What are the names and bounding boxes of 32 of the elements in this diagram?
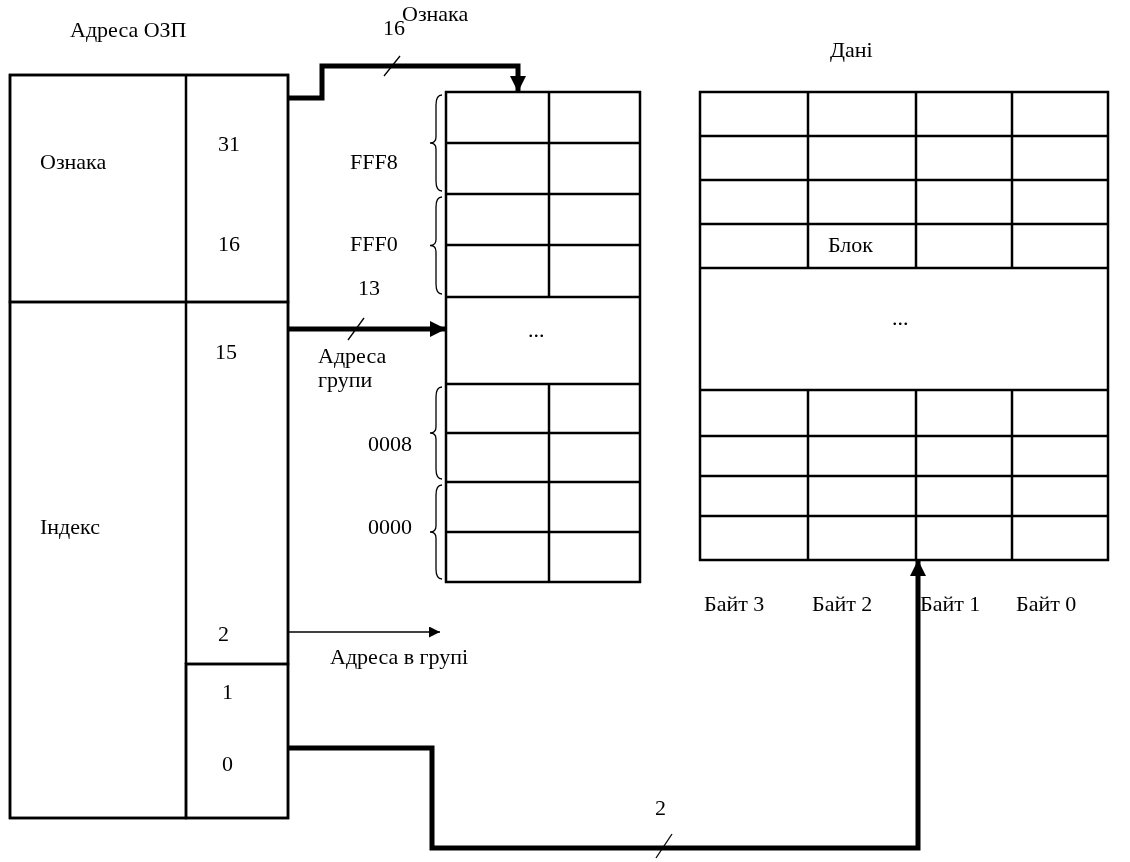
- column-caption: Байт 3: [704, 592, 765, 617]
- column-caption: Байт 2: [812, 592, 873, 617]
- arrow: [288, 560, 926, 851]
- register-heading: Адреса ОЗП: [70, 18, 187, 43]
- offset-field: [186, 664, 288, 818]
- tag-field: [10, 75, 288, 302]
- bit-number: 0: [222, 752, 233, 777]
- cell-text: Блок: [828, 233, 873, 258]
- edge-label: 2: [655, 796, 666, 821]
- field-name: Ознака: [40, 150, 107, 175]
- arrow: [288, 63, 526, 101]
- column-caption: Байт 0: [1016, 592, 1077, 617]
- bit-number: 31: [218, 132, 240, 157]
- arrow: [288, 321, 446, 337]
- edge-label: Адреса в групі: [330, 645, 469, 670]
- index-field: [10, 302, 288, 818]
- bit-number: 2: [218, 622, 229, 647]
- bit-number: 16: [218, 232, 240, 257]
- edge-label: 13: [358, 276, 380, 301]
- group-address: FFF8: [350, 150, 398, 175]
- ellipsis: ...: [892, 306, 909, 331]
- bit-number: 15: [215, 340, 237, 365]
- field-name: Індекс: [40, 515, 100, 540]
- bit-number: 1: [222, 680, 233, 705]
- table-heading: Дані: [830, 38, 873, 63]
- group-address: 0000: [368, 515, 412, 540]
- arrow: [287, 626, 441, 638]
- field-caption: Адреса групи: [318, 344, 388, 393]
- column-caption: Байт 1: [920, 592, 981, 617]
- group-address: 0008: [368, 432, 412, 457]
- ellipsis: ...: [528, 318, 545, 343]
- group-address: FFF0: [350, 232, 398, 257]
